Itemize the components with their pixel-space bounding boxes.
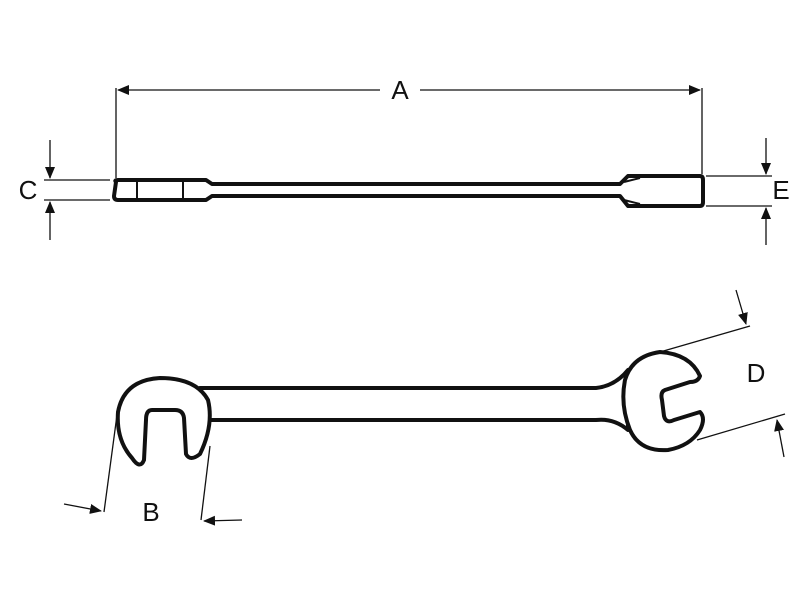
label-c: C <box>19 175 38 205</box>
dimension-e: E <box>706 138 790 245</box>
label-b: B <box>142 497 159 527</box>
label-e: E <box>772 175 789 205</box>
label-d: D <box>747 358 766 388</box>
dimension-b: B <box>63 414 243 527</box>
dimension-d: D <box>659 289 786 458</box>
dimension-c: C <box>19 140 110 240</box>
wrench-side-view <box>112 174 705 208</box>
label-a: A <box>391 75 409 105</box>
wrench-top-view <box>115 350 705 467</box>
dimension-a: A <box>115 75 703 178</box>
